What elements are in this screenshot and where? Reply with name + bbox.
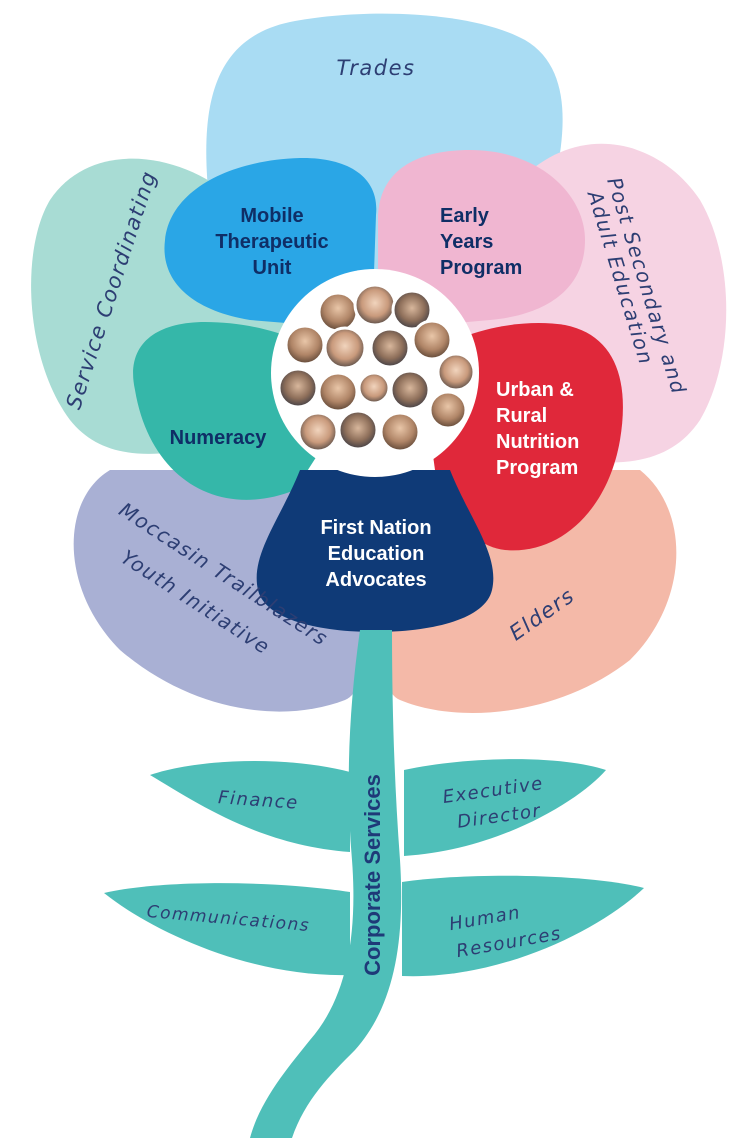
label-numeracy: Numeracy [170,427,268,449]
child-photo [337,409,379,451]
child-photo [369,327,411,369]
child-photo [297,411,339,453]
child-photo [317,371,359,413]
label-first-nation: First Nation Education Advocates [320,517,431,591]
svg-text:Rural: Rural [496,405,547,427]
label-trades: Trades [337,56,416,80]
svg-text:Nutrition: Nutrition [496,431,579,453]
svg-text:Advocates: Advocates [325,569,426,591]
label-corporate-services: Corporate Services [360,774,385,976]
child-photo [436,352,476,392]
label-mobile-therapeutic: Mobile Therapeutic Unit [215,205,328,279]
svg-text:Urban &: Urban & [496,379,574,401]
child-photo [277,367,319,409]
leaf-executive [404,759,606,856]
svg-text:Unit: Unit [253,257,292,279]
label-urban-rural: Urban & Rural Nutrition Program [496,379,579,479]
svg-text:Mobile: Mobile [240,205,303,227]
svg-text:Years: Years [440,231,493,253]
child-photo [357,371,391,405]
child-photo [317,291,359,333]
child-photo [284,324,326,366]
child-photo [428,390,468,430]
svg-text:Therapeutic: Therapeutic [215,231,328,253]
svg-text:First Nation: First Nation [320,517,431,539]
stem [250,630,402,1138]
child-photo [353,283,397,327]
svg-text:Program: Program [496,457,578,479]
center-photo-cluster [271,269,479,477]
child-photo [379,411,421,453]
leaf-finance [150,761,350,852]
child-photo [389,369,431,411]
label-early-years: Early Years Program [440,205,522,279]
svg-text:Program: Program [440,257,522,279]
petal-first-nation [256,470,494,632]
svg-text:Education: Education [328,543,425,565]
leaf-communications [104,883,350,976]
child-photo [391,289,433,331]
svg-text:Early: Early [440,205,490,227]
leaf-human-resources [402,875,644,977]
child-photo [411,319,453,361]
child-photo [323,326,367,370]
